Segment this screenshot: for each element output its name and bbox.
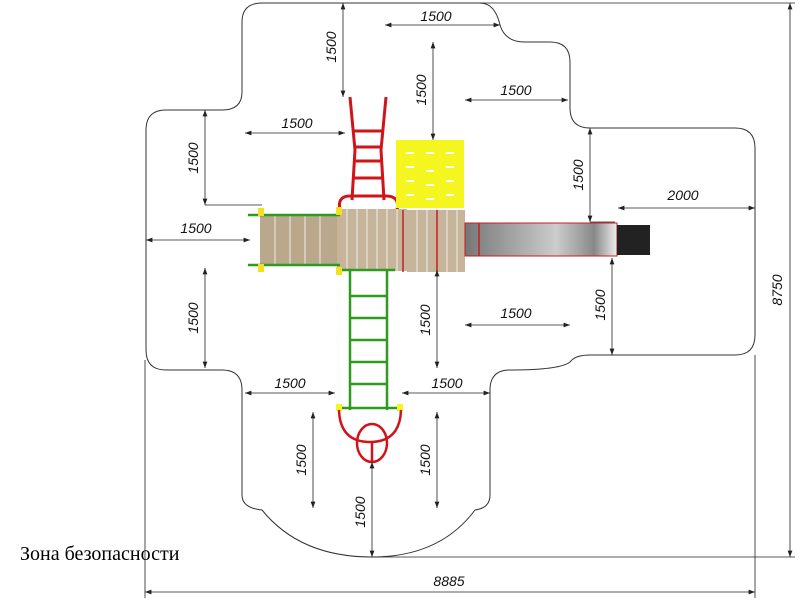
- bridge-deck: [248, 207, 465, 275]
- dim-label: 1500: [185, 302, 201, 333]
- red-ladder: [338, 96, 399, 211]
- dim-label: 1500: [431, 375, 462, 391]
- dim-label: 1500: [500, 82, 531, 98]
- dim-label: 1500: [592, 289, 608, 320]
- dim-label: 1500: [420, 8, 451, 24]
- climbing-panel: [396, 140, 464, 208]
- dim-label: 1500: [323, 31, 339, 62]
- dim-label-total-height: 8750: [769, 274, 785, 305]
- dim-label: 1500: [500, 305, 531, 321]
- dimension-lines: [144, 2, 795, 598]
- dim-label: 2000: [666, 187, 698, 203]
- dim-label: 1500: [570, 159, 586, 190]
- dim-label-total-width: 8885: [433, 573, 464, 589]
- green-ladder: [340, 270, 400, 410]
- dim-label: 1500: [281, 115, 312, 131]
- slide: [464, 222, 650, 257]
- dim-label: 1500: [413, 74, 429, 105]
- dim-label: 1500: [293, 444, 309, 475]
- dim-label: 1500: [180, 220, 211, 236]
- dim-label: 1500: [417, 304, 433, 335]
- safety-zone-label: Зона безопасности: [20, 543, 180, 565]
- panel-holds: [406, 152, 454, 200]
- dim-label: 1500: [417, 444, 433, 475]
- dim-label: 1500: [352, 496, 368, 527]
- dim-label: 1500: [274, 375, 305, 391]
- safety-zone-outline: [145, 2, 756, 558]
- dim-label: 1500: [185, 142, 201, 173]
- ring-frame: [337, 409, 403, 464]
